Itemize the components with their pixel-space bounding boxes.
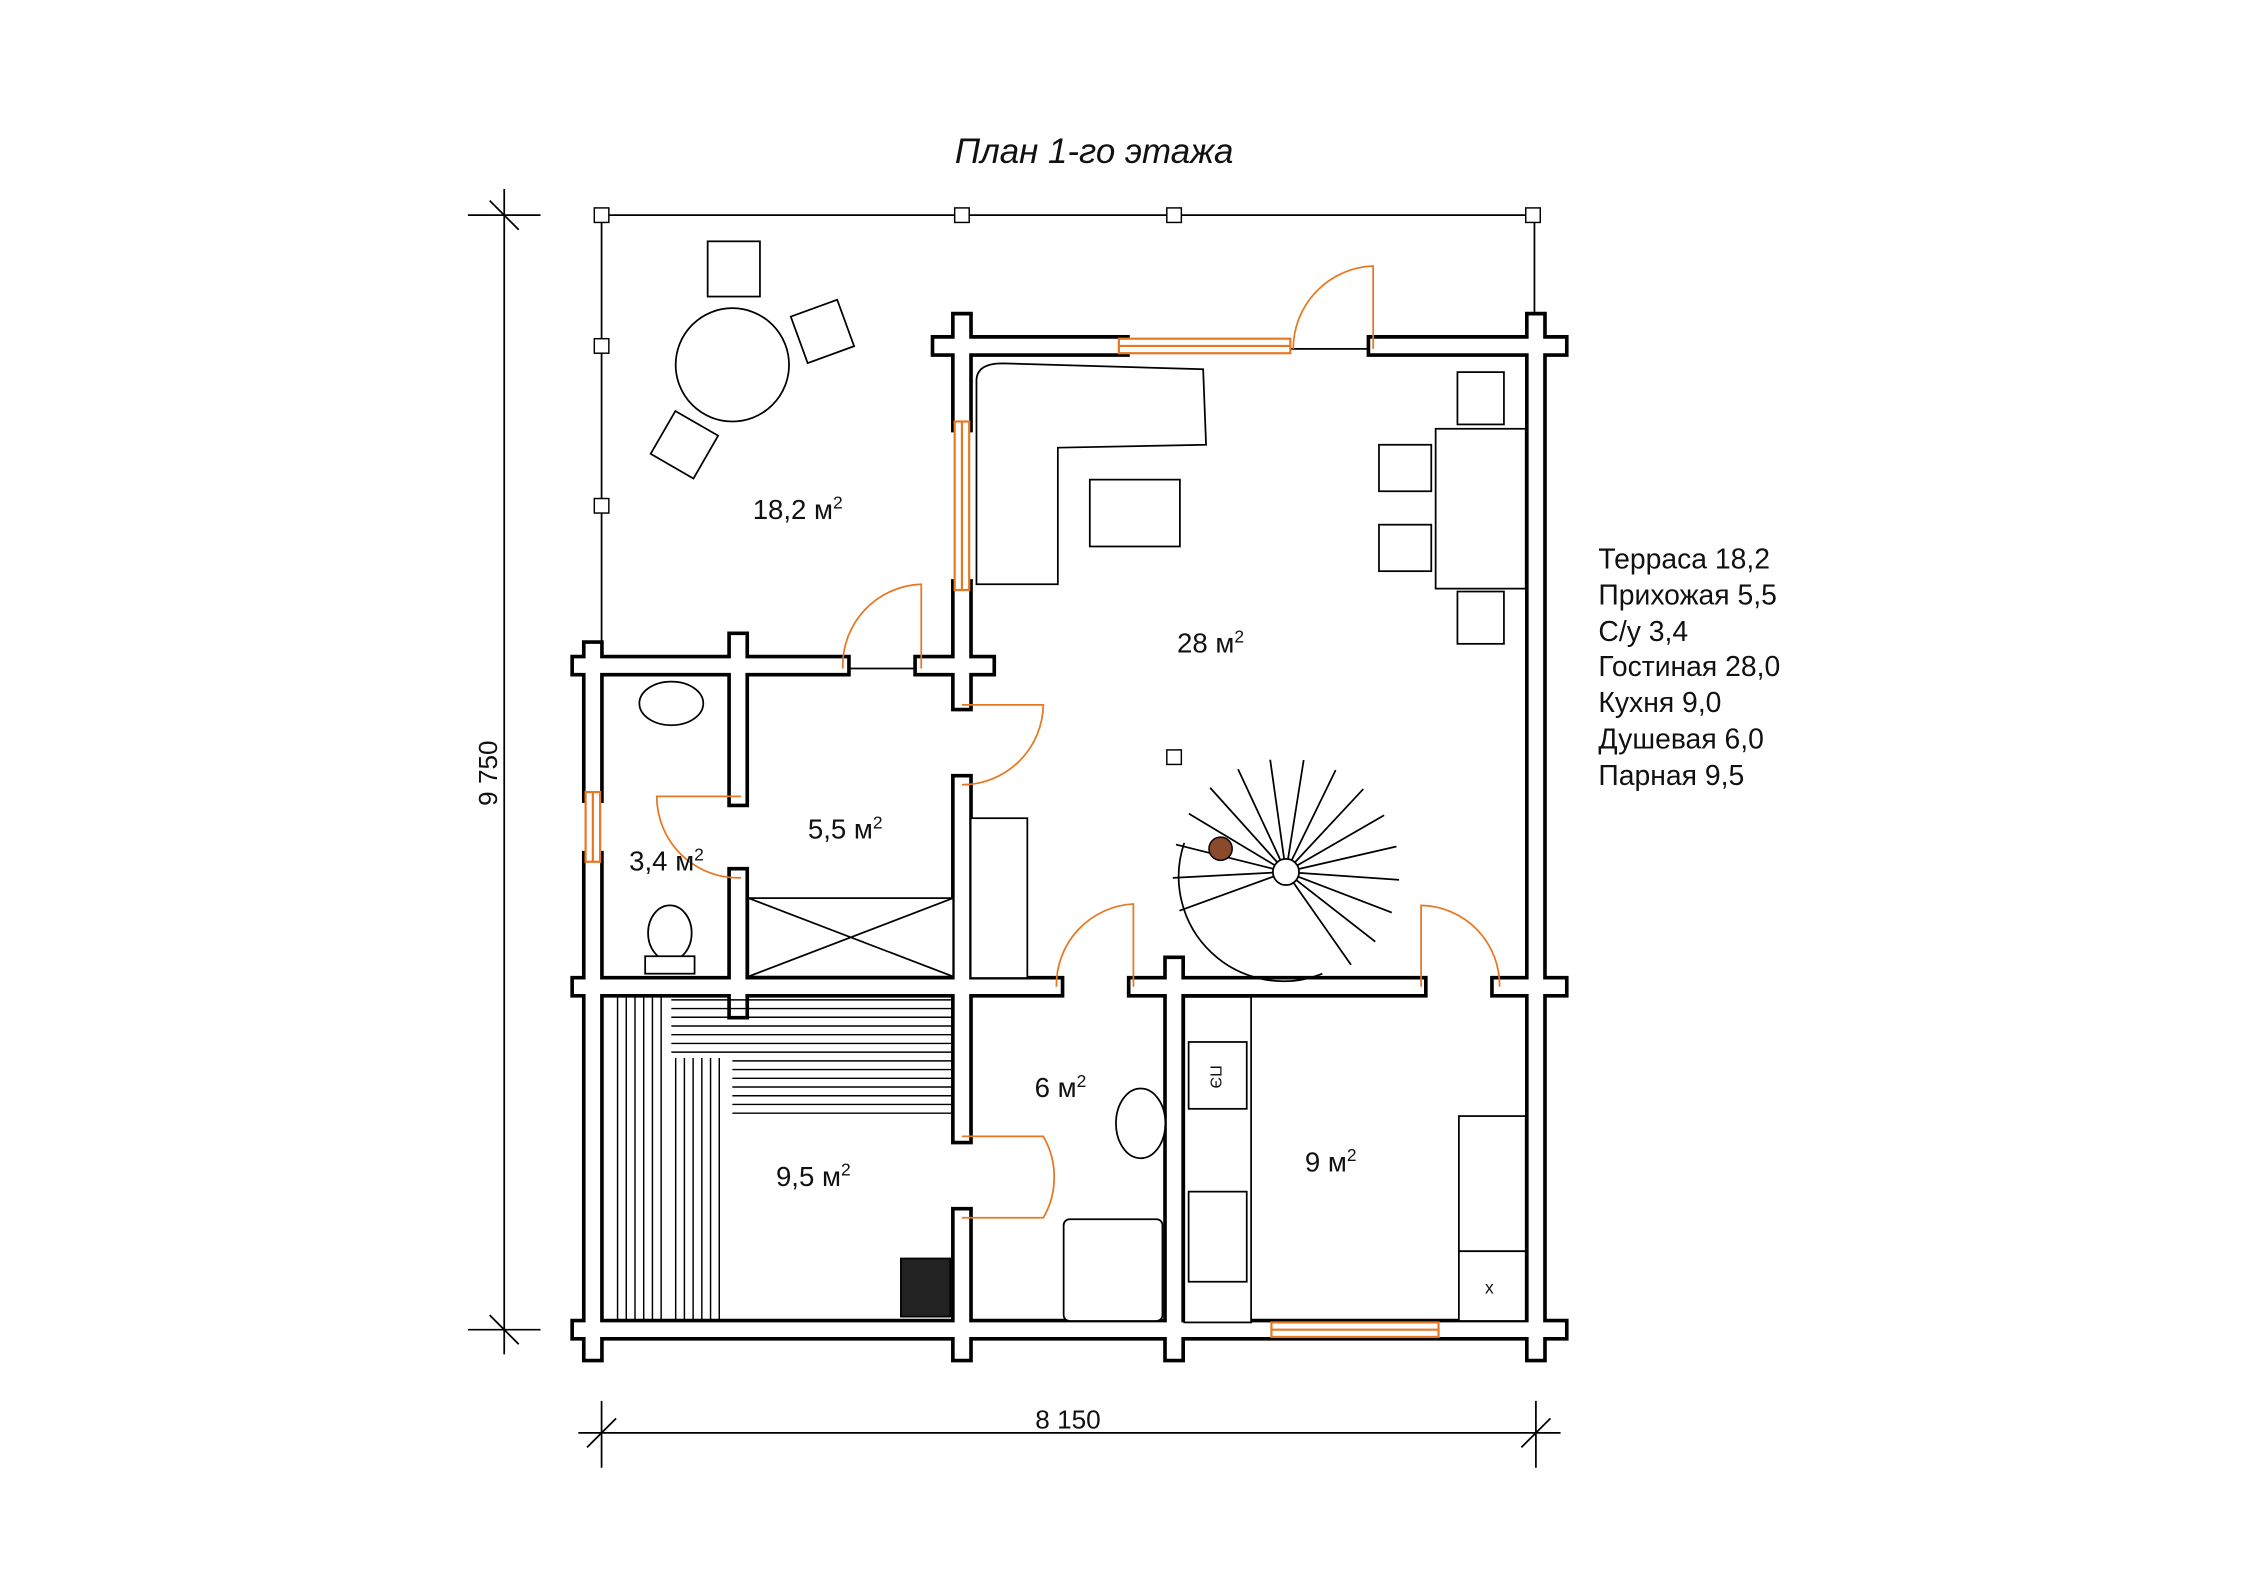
post: [593, 207, 610, 224]
kitchen-sink: [1187, 1190, 1248, 1283]
dining-chair: [1456, 590, 1505, 645]
stair-core: [1272, 858, 1300, 886]
dining-chair: [1378, 523, 1433, 573]
stair-step: [1298, 845, 1397, 870]
fridge-label: x: [1485, 1277, 1494, 1297]
room-area-wc: 3,4 м2: [629, 844, 704, 876]
post: [1166, 207, 1183, 224]
room-area-steam: 9,5 м2: [776, 1160, 851, 1192]
wc-sink: [638, 680, 705, 727]
doors: [655, 265, 1501, 1219]
door-kitchen[interactable]: [1420, 904, 1501, 987]
legend-item: Прихожая 5,5: [1598, 580, 1777, 612]
door-shower[interactable]: [1055, 903, 1135, 987]
sauna-benches: [616, 996, 954, 1320]
sauna-stove: [900, 1257, 952, 1318]
terrace-chair: [649, 409, 720, 480]
room-area-shower: 6 м2: [1035, 1071, 1087, 1103]
post: [1525, 207, 1541, 224]
stair-step: [1294, 788, 1364, 863]
fridge: [1458, 1250, 1527, 1322]
stair-step: [1269, 759, 1286, 860]
legend-item: Терраса 18,2: [1598, 543, 1770, 575]
room-area-kitchen: 9 м2: [1305, 1145, 1357, 1177]
room-legend: Терраса 18,2 Прихожая 5,5 С/у 3,4 Гостин…: [1598, 543, 1780, 792]
toilet-tank: [644, 955, 696, 975]
stair-step: [1237, 768, 1282, 861]
stove: [1187, 1041, 1248, 1110]
stair-step: [1179, 875, 1274, 912]
stair-step: [1295, 879, 1376, 943]
door-steam[interactable]: [961, 1135, 1056, 1219]
legend-item: С/у 3,4: [1598, 616, 1688, 648]
log-walls: [570, 311, 1569, 1363]
dining-chair: [1378, 443, 1433, 493]
plan-title: План 1-го этажа: [955, 132, 1234, 171]
dimension-width: 8 150: [1035, 1404, 1100, 1434]
hall-cabinet: [969, 817, 1029, 979]
dining-chair: [1456, 371, 1505, 426]
legend-item: Кухня 9,0: [1598, 687, 1721, 719]
windows: [584, 337, 1440, 1339]
room-area-terrace: 18,2 м2: [753, 493, 843, 525]
stair-step: [1297, 875, 1393, 914]
terrace-posts: [593, 207, 1541, 514]
shower-sink: [1115, 1087, 1167, 1160]
kitchen-cabinet: [1458, 1115, 1527, 1253]
terrace-chair: [706, 240, 761, 298]
door-wc[interactable]: [655, 795, 742, 879]
post: [593, 497, 610, 514]
stair-step: [1209, 787, 1278, 863]
room-area-hall: 5,5 м2: [808, 812, 883, 844]
terrace-outline: [600, 214, 1536, 670]
legend-item: Парная 9,5: [1598, 760, 1744, 792]
legend-item: Душевая 6,0: [1598, 723, 1764, 755]
legend-item: Гостиная 28,0: [1598, 651, 1780, 683]
wardrobe-cross: [748, 897, 954, 978]
stove-label: ПЭ: [1206, 1065, 1223, 1088]
stair-step: [1296, 814, 1385, 867]
door-terrace-living[interactable]: [1292, 265, 1375, 349]
corner-sofa: [975, 362, 1207, 586]
door-hall-living[interactable]: [961, 703, 1045, 786]
stair-step: [1298, 872, 1400, 881]
dining-table: [1434, 427, 1527, 590]
stair-step: [1292, 882, 1352, 966]
room-area-living: 28 м2: [1177, 626, 1244, 658]
shower-tray: [1062, 1218, 1164, 1322]
post: [593, 337, 610, 354]
stair-rail-post: [1208, 836, 1233, 862]
furniture: [638, 240, 1527, 1324]
terrace-table: [674, 307, 790, 423]
door-entrance[interactable]: [841, 583, 923, 669]
post: [953, 207, 970, 224]
coffee-table: [1088, 478, 1181, 548]
stair-step: [1188, 812, 1276, 866]
spiral-staircase: [1172, 759, 1400, 983]
stair-step: [1290, 769, 1337, 861]
stair-step: [1287, 759, 1305, 860]
terrace-chair: [789, 298, 856, 365]
column-marker: [1166, 749, 1183, 766]
dimension-height: 9 750: [473, 740, 503, 805]
stair-step: [1172, 871, 1273, 879]
toilet: [647, 904, 693, 962]
stair-outline: [1177, 842, 1323, 983]
dimension-lines: [467, 189, 1561, 1468]
